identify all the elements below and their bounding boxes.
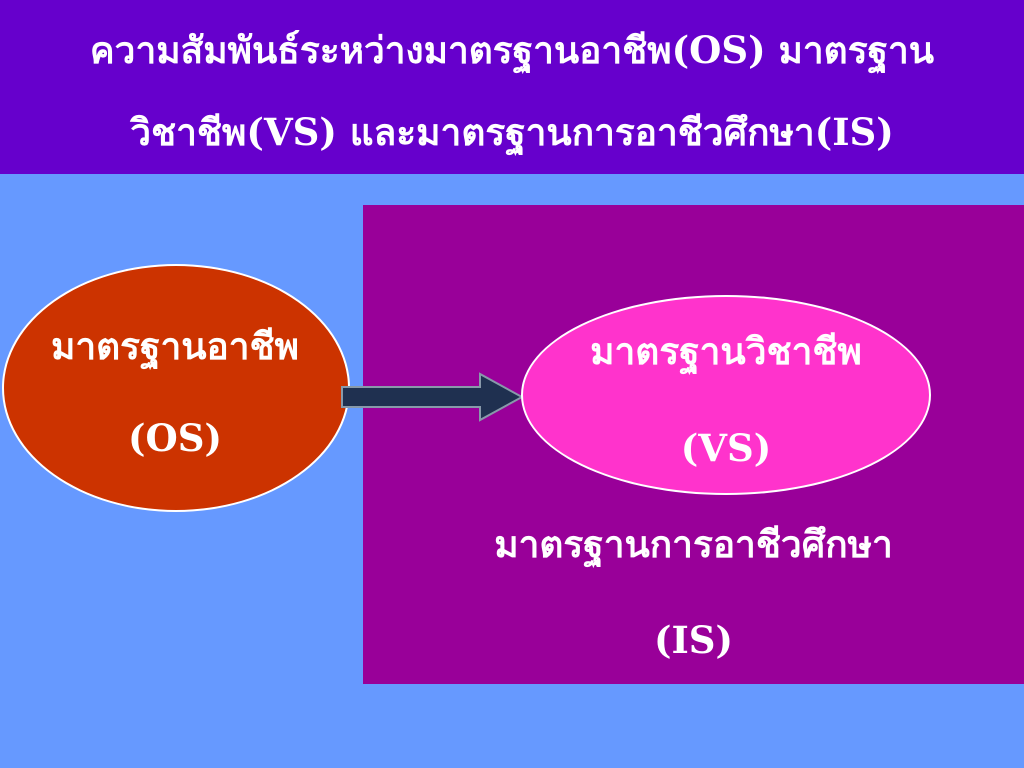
is-code-label: (IS) (653, 618, 734, 662)
slide-title-line-1: ความสัมพันธ์ระหว่างมาตรฐานอาชีพ(OS) มาตร… (89, 28, 935, 72)
vs-code-label: (VS) (680, 426, 772, 470)
os-label: มาตรฐานอาชีพ (50, 324, 300, 368)
is-label: มาตรฐานการอาชีวศึกษา (494, 522, 893, 566)
slide-title-line-2: วิชาชีพ(VS) และมาตรฐานการอาชีวศึกษา(IS) (130, 110, 894, 154)
os-to-vs-arrow (341, 372, 524, 422)
vs-label: มาตรฐานวิชาชีพ (590, 329, 862, 373)
vs-ellipse (521, 295, 931, 495)
os-code-label: (OS) (128, 416, 222, 460)
os-ellipse (2, 264, 350, 512)
title-banner: ความสัมพันธ์ระหว่างมาตรฐานอาชีพ(OS) มาตร… (0, 0, 1024, 174)
